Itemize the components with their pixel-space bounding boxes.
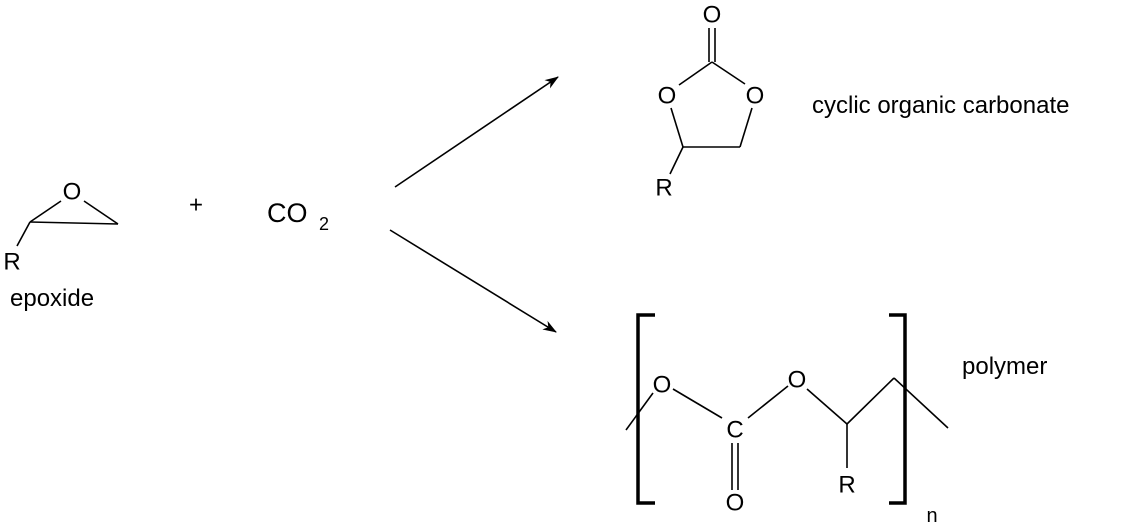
cyclic-carbonate-label: cyclic organic carbonate — [812, 92, 1069, 119]
atom-c: C — [726, 417, 743, 444]
atom-o: O — [746, 83, 765, 110]
left-bracket — [636, 313, 655, 505]
co2-subscript: 2 — [319, 214, 329, 234]
plus-sign: + — [189, 192, 203, 219]
atom-o: O — [788, 367, 807, 394]
polymer-structure: O C O O R n — [625, 313, 949, 527]
arrow-to-polymer — [389, 229, 557, 333]
epoxide-label: epoxide — [10, 285, 94, 312]
co2-formula: CO 2 — [267, 198, 329, 234]
bond — [846, 377, 895, 425]
epoxide-structure: O R epoxide — [3, 179, 119, 312]
bond — [29, 200, 62, 223]
atom-r: R — [838, 472, 855, 499]
atom-o: O — [726, 490, 745, 517]
co2-main: CO — [267, 198, 308, 228]
bond — [711, 61, 746, 85]
bond — [893, 377, 949, 429]
atom-r: R — [655, 175, 672, 202]
repeat-subscript: n — [926, 505, 937, 527]
polymer-label: polymer — [962, 353, 1047, 380]
atom-o: O — [703, 2, 722, 29]
cyclic-carbonate-structure: O O O R — [655, 2, 764, 202]
bond — [625, 392, 654, 431]
bond — [669, 146, 684, 175]
bond — [806, 388, 848, 425]
bond — [670, 107, 684, 148]
bond — [678, 61, 713, 86]
atom-o: O — [653, 372, 672, 399]
arrow-to-cyclic-carbonate — [394, 76, 559, 188]
atom-r: R — [3, 249, 20, 276]
bond — [747, 385, 789, 419]
bond — [16, 221, 31, 247]
atom-o: O — [658, 83, 677, 110]
bond — [672, 388, 723, 419]
right-bracket — [889, 313, 907, 505]
atom-o: O — [63, 179, 82, 206]
bond — [83, 200, 119, 225]
bond — [739, 107, 753, 148]
bond — [29, 221, 119, 225]
